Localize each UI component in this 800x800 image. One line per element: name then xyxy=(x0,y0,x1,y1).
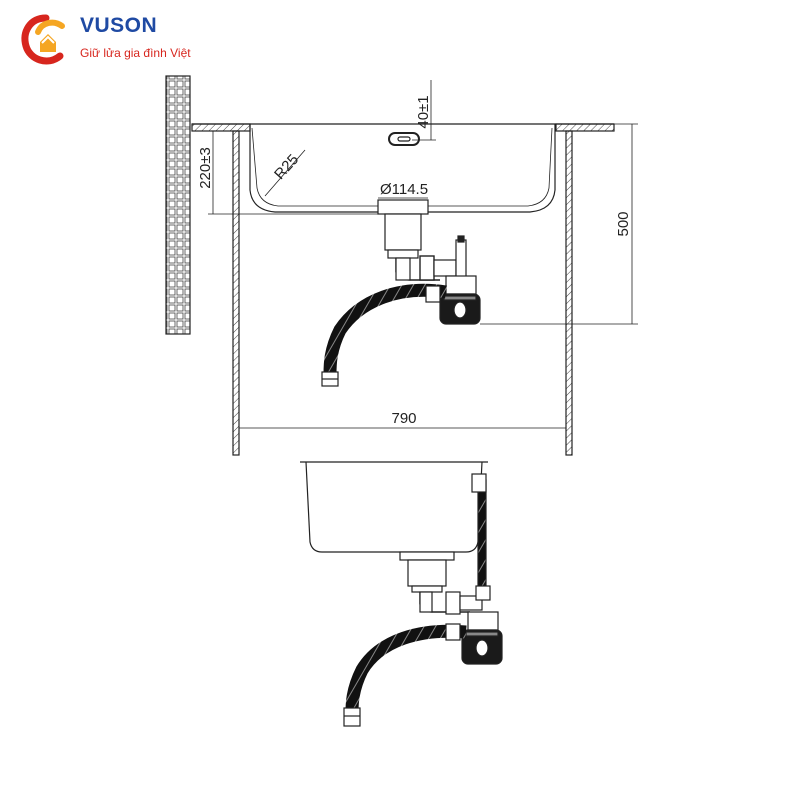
dim-overflow-height: 40±1 xyxy=(415,95,432,128)
countertop-left xyxy=(191,123,251,132)
drain-hose-side xyxy=(345,624,467,713)
overflow-slot xyxy=(388,132,420,146)
hose-end-side xyxy=(343,707,361,727)
drain-basket-side xyxy=(407,559,447,587)
dim-cabinet-height: 500 xyxy=(615,211,632,236)
drain-basket xyxy=(384,213,422,251)
cabinet-side-right xyxy=(565,130,573,456)
dim-bowl-depth: 220±3 xyxy=(197,147,214,189)
section-view xyxy=(165,75,615,456)
overflow-hose xyxy=(477,479,487,591)
logo-mark-icon xyxy=(21,14,65,65)
brand-name: VUSON xyxy=(80,14,158,37)
brand-logo xyxy=(18,12,218,68)
wall-tiles xyxy=(165,75,191,335)
cabinet-side-left xyxy=(232,130,240,456)
dim-drain-diameter: Ø114.5 xyxy=(380,181,428,198)
dimension-lines xyxy=(208,80,638,429)
brand-slogan: Giữ lửa gia đình Việt xyxy=(80,46,191,60)
dim-corner-radius: R25 xyxy=(271,151,302,183)
dim-cabinet-width: 790 xyxy=(391,410,416,427)
drain-hose xyxy=(323,283,447,375)
countertop-right xyxy=(555,123,615,132)
drain-flange xyxy=(377,199,429,215)
sink-bowl-side xyxy=(305,461,483,553)
side-view xyxy=(300,461,503,727)
